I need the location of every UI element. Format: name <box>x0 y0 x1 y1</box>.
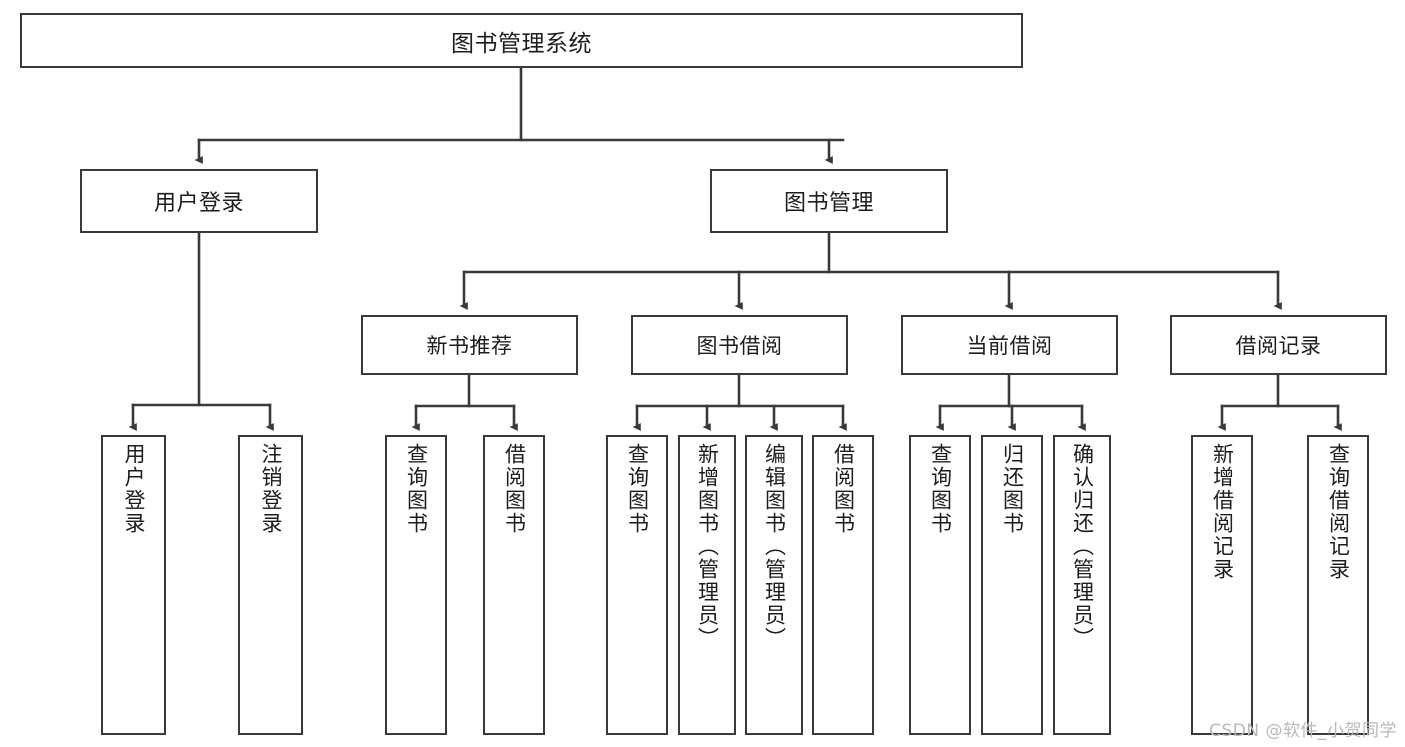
node-book-manage-label: 图书管理 <box>783 191 874 216</box>
node-leaf-add-book[interactable]: 新增图书（管理员） <box>678 435 736 735</box>
node-user-login-label: 用户登录 <box>153 191 244 216</box>
node-leaf-borrow-book[interactable]: 借阅图书 <box>812 435 874 735</box>
node-root-label: 图书管理系统 <box>451 30 592 57</box>
node-new-book-rec[interactable]: 新书推荐 <box>361 315 578 375</box>
node-leaf-query-book-rec-label: 查询图书 <box>404 443 429 535</box>
node-new-book-rec-label: 新书推荐 <box>426 334 513 358</box>
node-leaf-user-logout-label: 注销登录 <box>258 443 283 535</box>
node-leaf-query-book-cur-label: 查询图书 <box>928 443 953 535</box>
node-leaf-edit-book-label: 编辑图书（管理员） <box>762 443 787 650</box>
node-leaf-add-record[interactable]: 新增借阅记录 <box>1191 435 1253 735</box>
node-leaf-query-record[interactable]: 查询借阅记录 <box>1307 435 1369 735</box>
node-current-borrow-label: 当前借阅 <box>966 334 1053 358</box>
node-leaf-add-book-label: 新增图书（管理员） <box>695 443 720 650</box>
node-current-borrow[interactable]: 当前借阅 <box>901 315 1118 375</box>
node-borrow-record[interactable]: 借阅记录 <box>1170 315 1387 375</box>
node-user-login[interactable]: 用户登录 <box>80 169 318 233</box>
node-leaf-return-book[interactable]: 归还图书 <box>981 435 1043 735</box>
node-book-borrow-label: 图书借阅 <box>696 334 783 358</box>
node-leaf-query-book[interactable]: 查询图书 <box>606 435 668 735</box>
node-root[interactable]: 图书管理系统 <box>20 13 1023 68</box>
watermark-text: CSDN @软件_小贺同学 <box>1209 721 1397 741</box>
node-leaf-query-book-rec[interactable]: 查询图书 <box>385 435 447 735</box>
node-leaf-user-login[interactable]: 用户登录 <box>101 435 166 735</box>
node-leaf-confirm-return[interactable]: 确认归还（管理员） <box>1053 435 1111 735</box>
node-leaf-borrow-book-rec-label: 借阅图书 <box>502 443 527 535</box>
node-leaf-return-book-label: 归还图书 <box>1000 443 1025 535</box>
node-book-manage[interactable]: 图书管理 <box>710 169 948 233</box>
node-leaf-user-logout[interactable]: 注销登录 <box>238 435 303 735</box>
node-leaf-borrow-book-label: 借阅图书 <box>831 443 856 535</box>
node-leaf-add-record-label: 新增借阅记录 <box>1210 443 1235 581</box>
node-book-borrow[interactable]: 图书借阅 <box>631 315 848 375</box>
node-leaf-edit-book[interactable]: 编辑图书（管理员） <box>745 435 803 735</box>
node-leaf-borrow-book-rec[interactable]: 借阅图书 <box>483 435 545 735</box>
node-leaf-confirm-return-label: 确认归还（管理员） <box>1070 443 1095 650</box>
node-leaf-user-login-label: 用户登录 <box>121 443 146 535</box>
node-borrow-record-label: 借阅记录 <box>1235 334 1322 358</box>
node-leaf-query-book-label: 查询图书 <box>625 443 650 535</box>
node-leaf-query-record-label: 查询借阅记录 <box>1326 443 1351 581</box>
node-leaf-query-book-cur[interactable]: 查询图书 <box>909 435 971 735</box>
